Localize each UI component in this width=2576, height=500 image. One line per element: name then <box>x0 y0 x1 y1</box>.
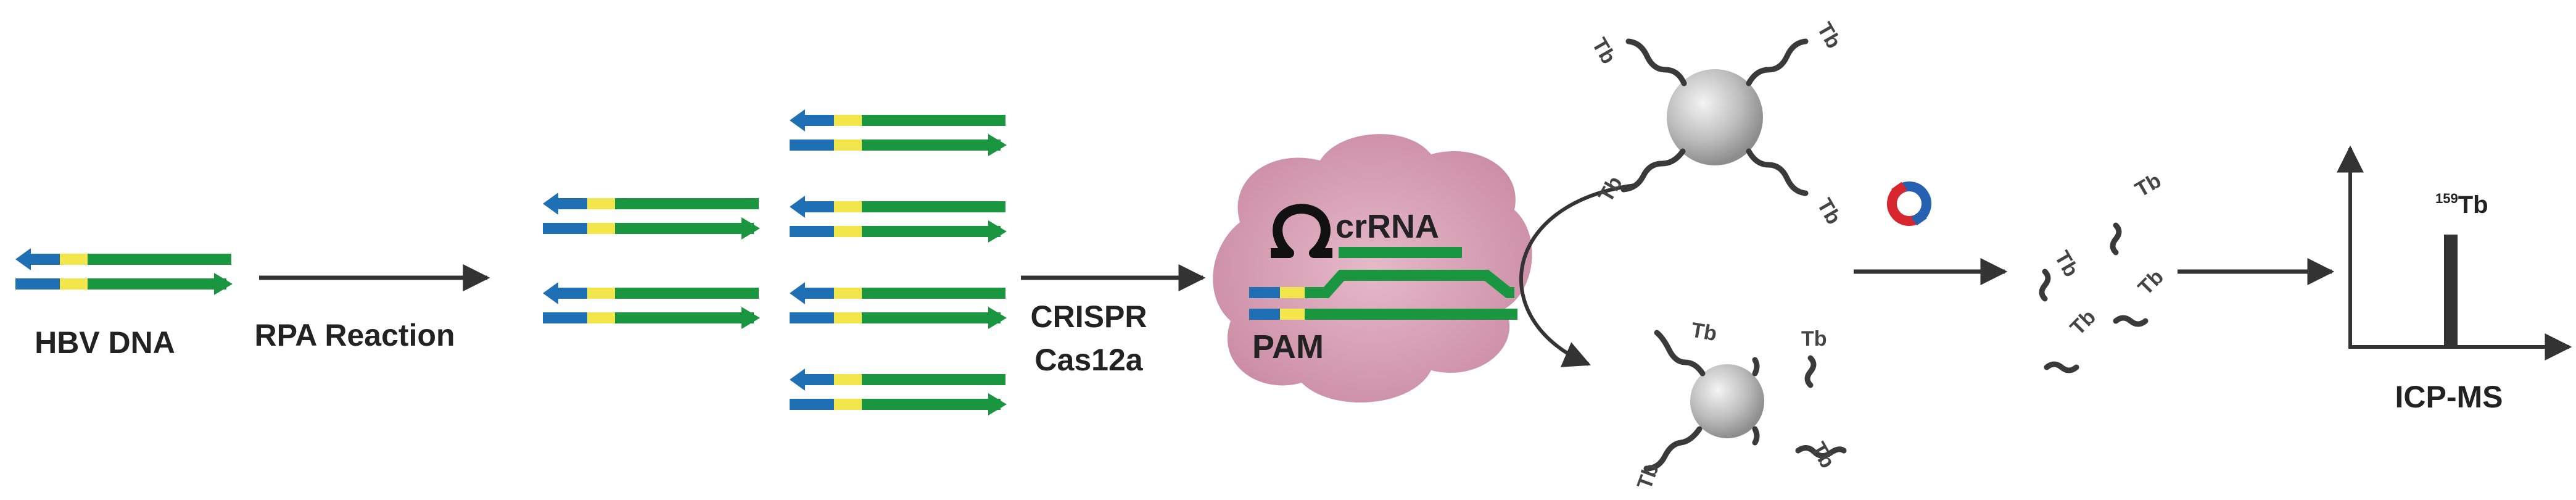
tb-tag: Tb <box>2134 265 2168 299</box>
tb-tag: Tb <box>2066 305 2100 340</box>
nanoparticle-probe-cleaved: Tb Tb Tb Tb <box>1633 318 1847 493</box>
magnet-icon <box>1887 181 1931 226</box>
cas12a-label: Cas12a <box>1034 343 1143 377</box>
crispr-label: CRISPR <box>1031 299 1147 334</box>
icp-ms-label: ICP-MS <box>2395 380 2503 414</box>
hbv-dna-duplex <box>15 248 233 295</box>
tb-tag: Tb <box>1812 19 1846 52</box>
tb-tag: Tb <box>2131 169 2165 202</box>
tb-tag: Tb <box>1806 438 1839 472</box>
pam-label: PAM <box>1252 328 1324 365</box>
released-tb-fragments: Tb Tb Tb Tb <box>2039 169 2168 373</box>
nanoparticle-probe-intact: Tb Tb Tb Tb <box>1587 19 1846 228</box>
rpa-reaction-label: RPA Reaction <box>254 318 455 352</box>
peak-label: 159Tb <box>2435 191 2488 219</box>
crrna-label: crRNA <box>1335 208 1439 245</box>
isotope-mass: 159 <box>2435 191 2458 206</box>
tb-159-peak <box>2444 235 2458 347</box>
omega-loop-icon <box>1271 204 1332 258</box>
nanoparticle-bead-icon <box>1690 364 1764 438</box>
cas12a-protein-blob <box>1213 134 1532 403</box>
amplified-dna-pair <box>543 193 760 329</box>
tb-tag: Tb <box>1812 194 1846 228</box>
amplified-dna-quad <box>790 109 1007 415</box>
tb-tag: Tb <box>1594 172 1627 206</box>
cleavage-curved-arrow <box>1519 183 1635 367</box>
tb-tag: Tb <box>1690 318 1719 346</box>
icp-ms-spectrum: 159Tb <box>2337 145 2572 360</box>
cas12a-complex <box>1213 134 1532 403</box>
nanoparticle-bead-icon <box>1667 69 1763 165</box>
hbv-dna-label: HBV DNA <box>35 325 175 360</box>
tb-tag: Tb <box>1801 327 1827 351</box>
tb-tag: Tb <box>1587 34 1620 68</box>
tb-tag: Tb <box>2050 247 2083 281</box>
isotope-symbol: Tb <box>2458 191 2488 219</box>
